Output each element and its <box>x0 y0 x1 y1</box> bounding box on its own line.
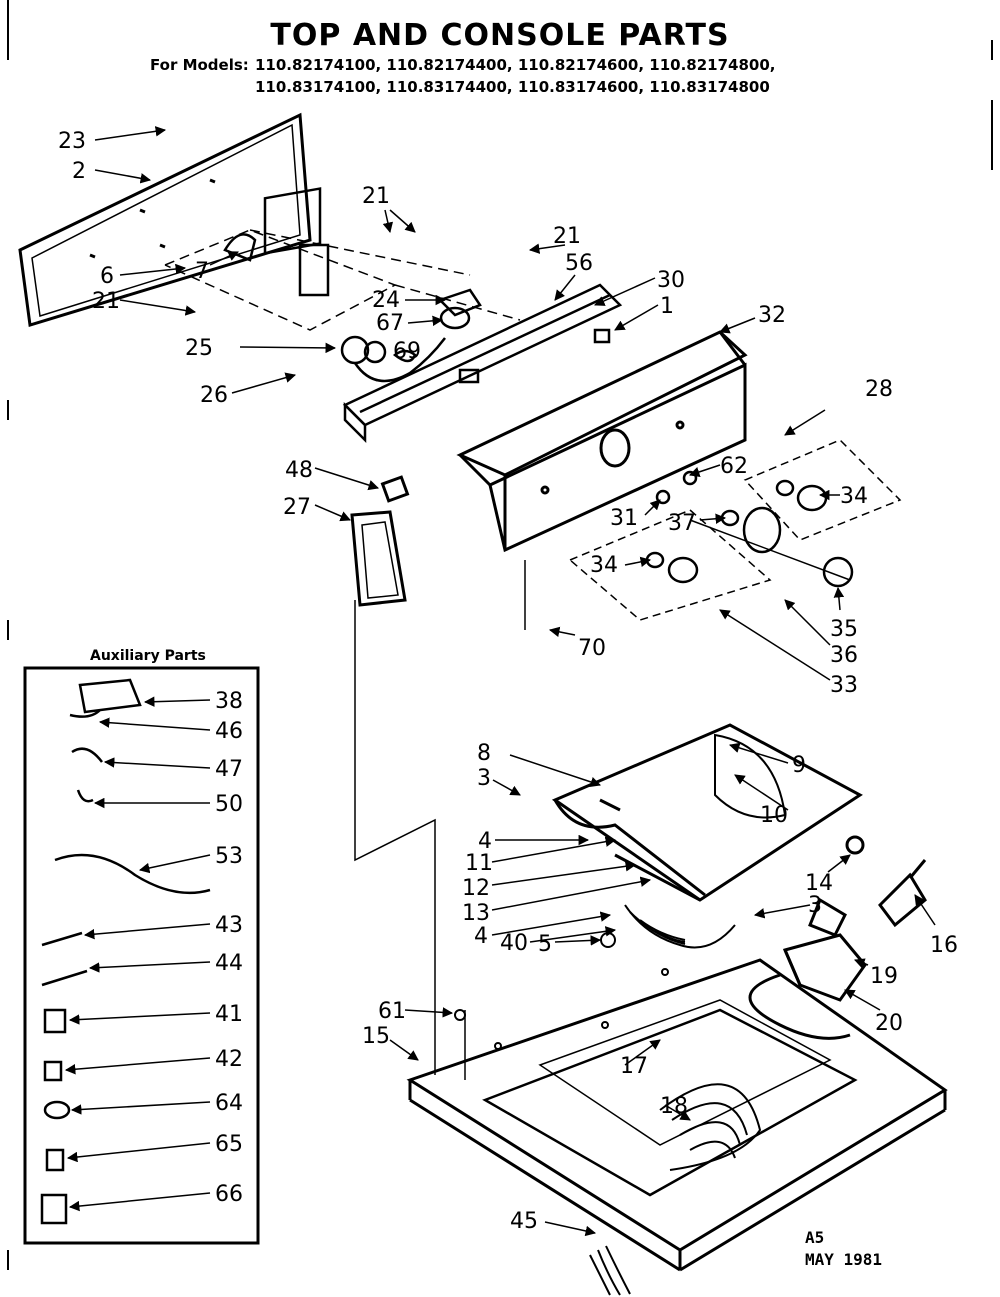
callout-21b: 21 <box>362 184 390 209</box>
callout-1: 1 <box>660 294 674 319</box>
callout-11: 11 <box>465 851 493 876</box>
callout-20: 20 <box>875 1011 903 1036</box>
callout-41: 41 <box>215 1002 243 1027</box>
callout-27: 27 <box>283 495 311 520</box>
callout-43: 43 <box>215 913 243 938</box>
revision-date: MAY 1981 <box>805 1250 883 1269</box>
callout-64: 64 <box>215 1091 243 1116</box>
callout-24: 24 <box>372 288 400 313</box>
callout-36: 36 <box>830 643 858 668</box>
callout-45: 45 <box>510 1209 538 1234</box>
wire-harness-shape <box>454 904 736 1296</box>
revision-code: A5 <box>805 1228 825 1247</box>
callout-50: 50 <box>215 792 243 817</box>
callout-30: 30 <box>657 268 685 293</box>
callout-4a: 4 <box>478 829 492 854</box>
callout-19: 19 <box>870 964 898 989</box>
console-rail-shape <box>342 283 623 444</box>
models-prefix: For Models: <box>150 56 249 74</box>
auxiliary-parts-box <box>23 666 260 1245</box>
callout-25: 25 <box>185 336 213 361</box>
callout-5: 5 <box>538 932 552 957</box>
callout-34a: 34 <box>840 484 868 509</box>
callout-21c: 21 <box>553 224 581 249</box>
assembly-guide-line <box>354 560 526 1080</box>
callout-65: 65 <box>215 1132 243 1157</box>
callout-4b: 4 <box>474 924 488 949</box>
callout-8: 8 <box>477 741 491 766</box>
lid-switch-shape <box>748 859 927 1040</box>
callout-28: 28 <box>865 377 893 402</box>
end-cap-shape <box>350 475 410 607</box>
callout-3b: 3 <box>808 893 822 918</box>
control-panel-shape <box>456 330 748 553</box>
callout-14: 14 <box>805 871 833 896</box>
mounting-outline <box>164 229 521 331</box>
callout-46: 46 <box>215 719 243 744</box>
auxiliary-parts-title: Auxiliary Parts <box>90 648 206 664</box>
callout-44: 44 <box>215 951 243 976</box>
auxiliary-part-icons <box>40 678 211 1225</box>
callout-67: 67 <box>376 311 404 336</box>
callout-9: 9 <box>792 753 806 778</box>
callout-61: 61 <box>378 999 406 1024</box>
callout-16: 16 <box>930 933 958 958</box>
models-line-2: 110.83174100, 110.83174400, 110.83174600… <box>255 78 770 96</box>
callout-2: 2 <box>72 159 86 184</box>
callout-labels: 23 2 7 6 21 25 26 21 21 56 30 1 32 24 67… <box>58 129 958 1234</box>
callout-3a: 3 <box>477 766 491 791</box>
callout-35: 35 <box>830 617 858 642</box>
callout-23: 23 <box>58 129 86 154</box>
models-line-1: 110.82174100, 110.82174400, 110.82174600… <box>255 56 776 74</box>
callout-21a: 21 <box>92 289 120 314</box>
callout-62: 62 <box>720 454 748 479</box>
callout-69: 69 <box>393 339 421 364</box>
knob-shapes <box>645 470 854 588</box>
callout-15: 15 <box>362 1024 390 1049</box>
leader-lines <box>64 126 936 1237</box>
page-edge-marks <box>7 0 993 1270</box>
rear-panel-shape <box>18 112 312 327</box>
callout-38: 38 <box>215 689 243 714</box>
callout-53: 53 <box>215 844 243 869</box>
callout-33: 33 <box>830 673 858 698</box>
callout-17: 17 <box>620 1054 648 1079</box>
cabinet-top-shape <box>406 958 948 1272</box>
callout-56: 56 <box>565 251 593 276</box>
callout-70: 70 <box>578 636 606 661</box>
callout-34b: 34 <box>590 553 618 578</box>
timer-assembly-shape <box>223 187 482 383</box>
callout-40: 40 <box>500 931 528 956</box>
callout-66: 66 <box>215 1182 243 1207</box>
callout-26: 26 <box>200 383 228 408</box>
callout-31: 31 <box>610 506 638 531</box>
callout-47: 47 <box>215 757 243 782</box>
callout-6: 6 <box>100 264 114 289</box>
callout-10: 10 <box>760 803 788 828</box>
callout-48: 48 <box>285 458 313 483</box>
callout-7: 7 <box>195 259 209 284</box>
callout-18: 18 <box>660 1094 688 1119</box>
callout-37: 37 <box>668 511 696 536</box>
callout-12: 12 <box>462 876 490 901</box>
callout-13: 13 <box>462 901 490 926</box>
diagram-title: TOP AND CONSOLE PARTS <box>270 18 730 53</box>
callout-32: 32 <box>758 303 786 328</box>
callout-42: 42 <box>215 1047 243 1072</box>
